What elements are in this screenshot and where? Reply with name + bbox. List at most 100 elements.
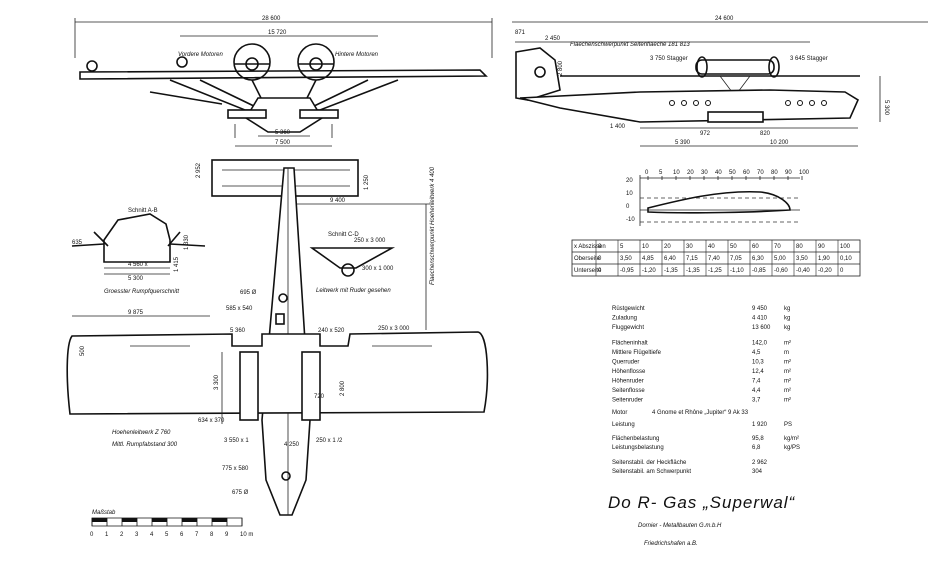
profile-cell: 7,40 <box>708 256 720 262</box>
profile-cell: 50 <box>730 244 737 250</box>
profile-cell: -1,25 <box>708 268 722 274</box>
loading-unit: kg/m² <box>784 436 799 442</box>
side-fin-height: 2 800 <box>558 60 564 76</box>
section-ab-dim5: 635 <box>72 240 83 246</box>
engine-label: Motor <box>612 410 627 416</box>
profile-cell: 100 <box>840 244 851 250</box>
centroid-label: Seitenstabil. am Schwerpunkt <box>612 469 691 475</box>
side-sponson <box>707 111 764 123</box>
top-dim-9400: 9 400 <box>330 198 346 204</box>
section-cd-title: Schnitt C-D <box>328 232 359 238</box>
spec-label: Höhenruder <box>612 379 644 385</box>
spec-value: 7,4 <box>752 379 761 385</box>
profile-cell: 40 <box>708 244 715 250</box>
spec-label: Fluggewicht <box>612 325 644 331</box>
profile-cell: -0,60 <box>774 268 788 274</box>
section-a-b: Schnitt A-B 4 560 x 5 300 1 330 1 415 63… <box>71 208 206 295</box>
scale-tick-label: 3 <box>135 532 139 538</box>
profile-cell: 3,50 <box>620 256 632 262</box>
profile-station-label: 0 <box>645 170 649 176</box>
profile-cell: 30 <box>686 244 693 250</box>
side-height-dim: 5 300 <box>883 100 889 116</box>
profile-cell: 6,40 <box>664 256 676 262</box>
spec-value: 12,4 <box>752 369 764 375</box>
loading-value: 6,8 <box>752 445 761 451</box>
profile-y-label: 20 <box>626 178 633 184</box>
profile-cell: -0,85 <box>752 268 766 274</box>
side-rear-stagger: 3 645 Stagger <box>790 56 828 62</box>
profile-cell: -1,35 <box>664 268 678 274</box>
top-dim-fin: 3 300 <box>214 374 220 390</box>
top-rudder-label: Hoehenleitwerk Z 760 <box>112 430 171 436</box>
side-dim-e: 1 400 <box>610 124 626 130</box>
side-cg-label: Flaechenschwerpunkt Seitenflaeche 181 81… <box>570 42 690 48</box>
profile-y-label: 10 <box>626 191 633 197</box>
profile-station-label: 70 <box>757 170 764 176</box>
scale-tick-label: 7 <box>195 532 199 538</box>
profile-station-label: 40 <box>715 170 722 176</box>
profile-station-label: 100 <box>799 170 810 176</box>
scale-cell <box>182 518 197 522</box>
top-right-sponson <box>301 351 321 421</box>
centroid-label: Seitenstabil. der Heckfläche <box>612 460 687 466</box>
scale-cell <box>212 518 227 522</box>
section-ab-dim2: 5 300 <box>128 276 144 282</box>
spec-value: 10,3 <box>752 360 764 366</box>
top-dim-5360: 5 360 <box>230 328 246 334</box>
spec-unit: kg <box>784 316 790 322</box>
top-hull-label: Mittl. Rumpfabstand 300 <box>112 442 178 448</box>
section-ab-caption: Groesster Rumpfquerschnitt <box>104 289 179 295</box>
top-dim-250: 250 x 3 000 <box>378 326 410 332</box>
spec-label: Seitenflosse <box>612 388 645 394</box>
profile-cell: 0 <box>840 268 844 274</box>
spec-unit: m² <box>784 341 791 347</box>
vertical-cg-label: Flaechenschwerpunkt Hoehenleitwerk 4 400 <box>430 166 436 285</box>
profile-station-label: 10 <box>673 170 680 176</box>
spec-unit: m <box>784 350 789 356</box>
scale-label: Maßstab <box>92 510 116 516</box>
top-dim-250b: 250 x 1 /2 <box>316 438 343 444</box>
profile-cell: 1,90 <box>818 256 830 262</box>
profile-station-label: 60 <box>743 170 750 176</box>
section-cd-tail <box>309 247 396 269</box>
section-ab-dim3: 1 330 <box>184 234 190 250</box>
profile-cell: 7,05 <box>730 256 742 262</box>
profile-cell: 90 <box>818 244 825 250</box>
profile-cell: 0,10 <box>840 256 852 262</box>
top-main-wing <box>66 331 489 415</box>
spec-label: Querruder <box>612 360 639 366</box>
scale-tick-label: 0 <box>90 532 94 538</box>
profile-station-label: 80 <box>771 170 778 176</box>
spec-value: 4 410 <box>752 316 768 322</box>
section-cd-caption: Leitwerk mit Ruder gesehen <box>316 288 391 294</box>
profile-cell: 0 <box>598 256 602 262</box>
place-label: Friedrichshafen a.B. <box>644 541 698 547</box>
profile-cell: -0,20 <box>818 268 832 274</box>
spec-label: Zuladung <box>612 316 637 322</box>
front-upper-wing <box>79 69 488 80</box>
profile-cell: -1,35 <box>686 268 700 274</box>
profile-station-label: 30 <box>701 170 708 176</box>
profile-cell: 5,00 <box>774 256 786 262</box>
profile-cell: 7,15 <box>686 256 698 262</box>
profile-cell: 3,50 <box>796 256 808 262</box>
top-dim-720: 720 <box>314 394 325 400</box>
profile-station-label: 90 <box>785 170 792 176</box>
loading-label: Leistungsbelastung <box>612 445 664 451</box>
airfoil-profile <box>647 190 791 214</box>
section-ab-dim1: 4 560 x <box>128 262 148 268</box>
top-dim-585: 585 x 540 <box>226 306 253 312</box>
spec-label: Höhenflosse <box>612 369 646 375</box>
top-dim-tail-b: 1 250 <box>364 174 370 190</box>
scale-cell <box>122 518 137 522</box>
profile-cell: 20 <box>664 244 671 250</box>
section-ab-hull <box>103 213 171 263</box>
front-dim-b: 7 500 <box>275 140 291 146</box>
scale-tick-label: 5 <box>165 532 169 538</box>
scale-tick-label: 9 <box>225 532 229 538</box>
spec-label: Seitenruder <box>612 398 643 404</box>
